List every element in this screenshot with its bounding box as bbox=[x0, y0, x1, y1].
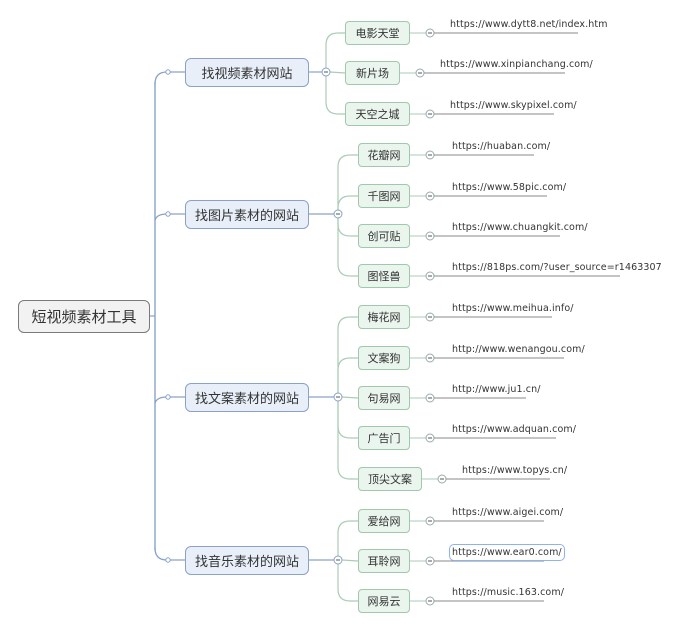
leaf-connector bbox=[337, 560, 358, 602]
leaf-node[interactable]: 爱给网 bbox=[358, 509, 410, 533]
url-label[interactable]: https://www.ear0.com/ bbox=[449, 544, 565, 561]
leaf-node[interactable]: 电影天堂 bbox=[345, 21, 410, 45]
collapse-toggle-icon[interactable] bbox=[425, 231, 435, 241]
leaf-connector bbox=[337, 520, 358, 560]
leaf-node[interactable]: 花瓣网 bbox=[358, 143, 410, 167]
collapse-toggle-icon[interactable] bbox=[425, 271, 435, 281]
url-label[interactable]: https://www.skypixel.com/ bbox=[450, 100, 577, 111]
leaf-connector bbox=[337, 357, 358, 397]
url-label[interactable]: https://huaban.com/ bbox=[452, 141, 551, 152]
collapse-toggle-icon[interactable] bbox=[333, 555, 343, 565]
collapse-toggle-icon[interactable] bbox=[425, 596, 435, 606]
leaf-node[interactable]: 文案狗 bbox=[358, 346, 410, 370]
leaf-connector bbox=[337, 397, 358, 439]
collapse-toggle-icon[interactable] bbox=[425, 150, 435, 160]
leaf-connector bbox=[337, 195, 358, 214]
url-label[interactable]: https://www.adquan.com/ bbox=[452, 424, 577, 435]
leaf-connector bbox=[341, 396, 359, 399]
collapse-toggle-icon[interactable] bbox=[425, 516, 435, 526]
leaf-node[interactable]: 图怪兽 bbox=[358, 264, 410, 288]
branch-node[interactable]: 找文案素材的网站 bbox=[185, 383, 309, 412]
branch-anchor-dot bbox=[165, 211, 171, 217]
url-label[interactable]: https://www.aigei.com/ bbox=[452, 507, 564, 518]
leaf-node[interactable]: 顶尖文案 bbox=[358, 467, 422, 491]
leaf-node[interactable]: 天空之城 bbox=[345, 102, 410, 126]
leaf-connector bbox=[337, 214, 358, 277]
url-label[interactable]: https://www.dytt8.net/index.htm bbox=[450, 19, 608, 30]
leaf-connector bbox=[337, 397, 358, 480]
collapse-toggle-icon[interactable] bbox=[321, 67, 331, 77]
leaf-connector bbox=[337, 316, 358, 397]
collapse-toggle-icon[interactable] bbox=[425, 393, 435, 403]
leaf-node[interactable]: 创可贴 bbox=[358, 224, 410, 248]
collapse-toggle-icon[interactable] bbox=[425, 109, 435, 119]
leaf-node[interactable]: 句易网 bbox=[358, 386, 410, 410]
branch-anchor-dot bbox=[165, 557, 171, 563]
collapse-toggle-icon[interactable] bbox=[415, 68, 425, 78]
leaf-connector bbox=[325, 32, 345, 72]
collapse-toggle-icon[interactable] bbox=[425, 556, 435, 566]
leaf-node[interactable]: 耳聆网 bbox=[358, 549, 410, 573]
url-label[interactable]: https://www.58pic.com/ bbox=[452, 182, 567, 193]
collapse-toggle-icon[interactable] bbox=[425, 28, 435, 38]
branch-node[interactable]: 找图片素材的网站 bbox=[185, 200, 309, 229]
branch-node[interactable]: 找音乐素材的网站 bbox=[185, 546, 309, 575]
leaf-connector bbox=[325, 72, 345, 115]
url-label[interactable]: http://www.wenangou.com/ bbox=[452, 344, 585, 355]
leaf-node[interactable]: 梅花网 bbox=[358, 305, 410, 329]
url-label[interactable]: http://www.ju1.cn/ bbox=[452, 384, 541, 395]
leaf-connector bbox=[329, 71, 346, 74]
root-node[interactable]: 短视频素材工具 bbox=[18, 300, 150, 333]
leaf-node[interactable]: 千图网 bbox=[358, 184, 410, 208]
branch-anchor-dot bbox=[165, 69, 171, 75]
leaf-node[interactable]: 新片场 bbox=[345, 61, 400, 85]
collapse-toggle-icon[interactable] bbox=[425, 312, 435, 322]
leaf-node[interactable]: 广告门 bbox=[358, 426, 410, 450]
collapse-toggle-icon[interactable] bbox=[425, 191, 435, 201]
leaf-connector bbox=[337, 154, 358, 214]
url-label[interactable]: https://www.meihua.info/ bbox=[452, 303, 574, 314]
leaf-connector bbox=[341, 559, 359, 562]
url-label[interactable]: https://818ps.com/?user_source=r1463307 bbox=[452, 262, 662, 273]
url-label[interactable]: https://www.topys.cn/ bbox=[462, 465, 568, 476]
url-label[interactable]: https://www.xinpianchang.com/ bbox=[440, 59, 593, 70]
collapse-toggle-icon[interactable] bbox=[437, 474, 447, 484]
collapse-toggle-icon[interactable] bbox=[333, 209, 343, 219]
collapse-toggle-icon[interactable] bbox=[425, 433, 435, 443]
branch-anchor-dot bbox=[165, 394, 171, 400]
url-label[interactable]: https://music.163.com/ bbox=[452, 587, 565, 598]
collapse-toggle-icon[interactable] bbox=[425, 353, 435, 363]
collapse-toggle-icon[interactable] bbox=[333, 392, 343, 402]
url-label[interactable]: https://www.chuangkit.com/ bbox=[452, 222, 588, 233]
branch-node[interactable]: 找视频素材网站 bbox=[185, 58, 309, 87]
leaf-node[interactable]: 网易云 bbox=[358, 589, 410, 613]
